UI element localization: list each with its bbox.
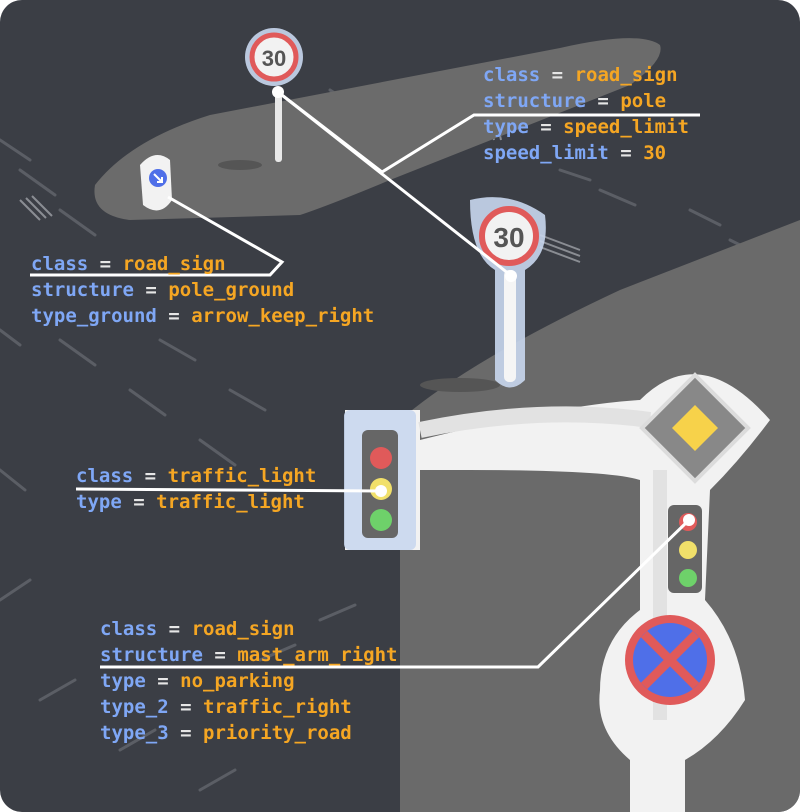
- annotation-value: pole_ground: [168, 279, 295, 301]
- annotation-traffic-light: class = traffic_light type = traffic_lig…: [76, 465, 317, 513]
- annotation-key: type_3: [100, 722, 169, 744]
- annotation-key: class: [31, 253, 89, 275]
- leader-lines: [30, 90, 700, 669]
- annotation-key: class: [100, 618, 158, 640]
- annotation-value: traffic_light: [167, 465, 317, 487]
- traffic-light-right: [668, 505, 702, 593]
- annotation-value: 30: [643, 142, 667, 164]
- arrow-icon: [153, 173, 163, 183]
- annotation-value: road_sign: [574, 64, 678, 86]
- annotation-key: speed_limit: [483, 142, 609, 164]
- annotation-key: structure: [100, 644, 203, 666]
- annotation-key: class: [76, 465, 134, 487]
- annotation-key: type: [100, 670, 146, 692]
- speed-limit-near-text: 30: [493, 222, 524, 253]
- annotation-value: no_parking: [180, 670, 295, 692]
- annotation-value: traffic_light: [156, 491, 305, 513]
- speed-limit-far-text: 30: [262, 46, 286, 71]
- arrow-keep-right-sign: [140, 155, 172, 211]
- speed-limit-sign-near: 30: [420, 197, 546, 392]
- annotation-ground-sign: class = road_sign structure = pole_groun…: [31, 253, 375, 327]
- annotation-value: speed_limit: [563, 116, 689, 138]
- annotation-mast-arm-sign: class = road_sign structure = mast_arm_r…: [100, 618, 398, 744]
- no-parking-sign: [625, 615, 715, 705]
- annotation-key: type_2: [100, 696, 169, 718]
- speed-limit-sign-far: 30: [218, 28, 303, 170]
- annotation-key: type_ground: [31, 305, 157, 327]
- annotation-value: traffic_right: [203, 696, 352, 718]
- annotation-speed-limit-sign: class = road_sign structure = pole type …: [483, 64, 689, 164]
- annotation-value: road_sign: [191, 618, 295, 640]
- annotation-key: type: [483, 116, 529, 138]
- median-island: [94, 38, 661, 220]
- annotation-key: structure: [31, 279, 134, 301]
- annotation-value: mast_arm_right: [237, 644, 398, 666]
- annotation-value: arrow_keep_right: [191, 305, 375, 327]
- annotation-key: class: [483, 64, 541, 86]
- annotation-value: road_sign: [122, 253, 226, 275]
- annotation-key: type: [76, 491, 122, 513]
- priority-road-sign: [639, 372, 751, 484]
- annotation-value: pole: [620, 90, 667, 112]
- sidewalk: [400, 220, 800, 812]
- traffic-light-left: [362, 430, 398, 538]
- annotation-key: structure: [483, 90, 586, 112]
- annotation-value: priority_road: [203, 722, 352, 744]
